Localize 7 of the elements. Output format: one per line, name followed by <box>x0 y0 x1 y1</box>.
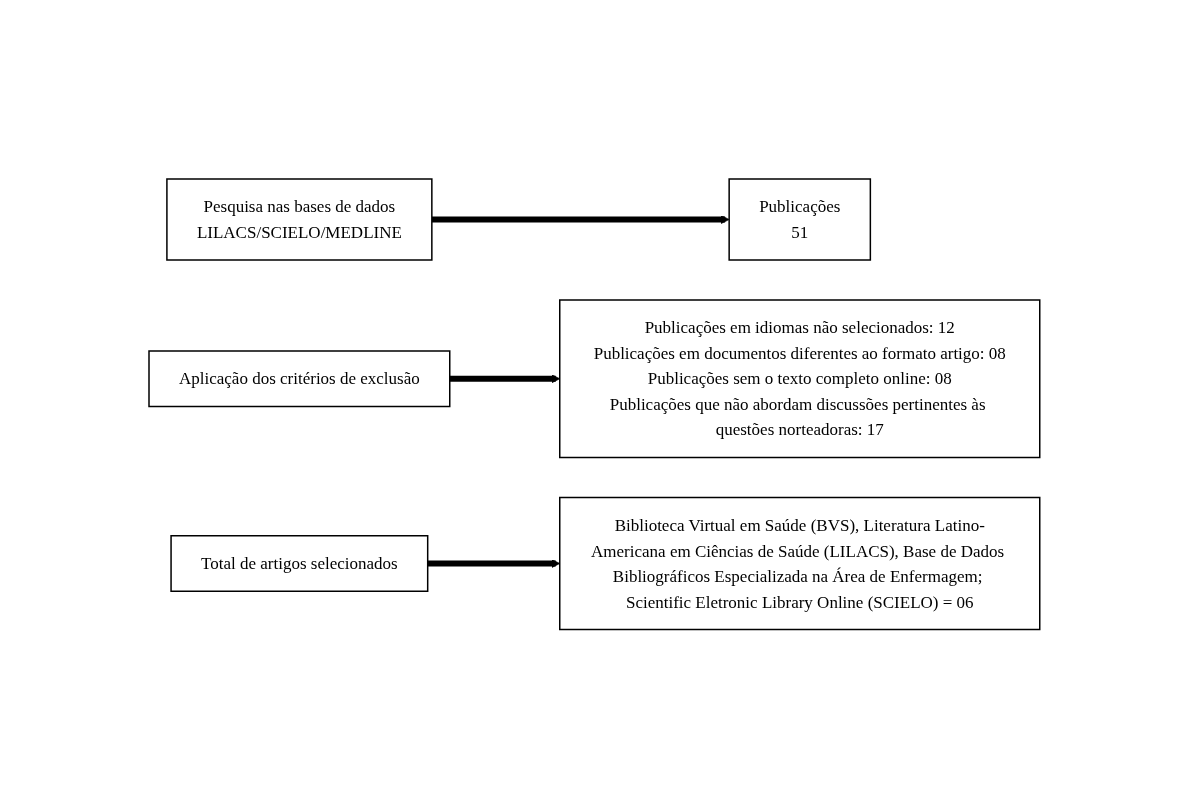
node-box: Pesquisa nas bases de dados LILACS/SCIELO/MEDLINE <box>166 178 433 261</box>
node-box: Publicações 51 <box>728 178 872 261</box>
arrow <box>431 214 730 224</box>
node-box: Biblioteca Virtual em Saúde (BVS), Literatura Latino-Americana em Ciências de Saúde (LILACS), Base de Dados Bibliográficos Especializada na Área de Enfermagem; Scientific Eletronic Library Online (SCIELO) = 06 <box>559 496 1041 630</box>
node-box: Aplicação dos critérios de exclusão <box>148 350 451 407</box>
node-box: Publicações em idiomas não selecionados: 12 Publicações em documentos diferentes ao formato artigo: 08 Publicações sem o texto completo online: 08 Publicações que não abordam discussões pertinentes às questões norteadoras: 17 <box>559 299 1041 458</box>
node-box: Total de artigos selecionados <box>170 534 429 592</box>
